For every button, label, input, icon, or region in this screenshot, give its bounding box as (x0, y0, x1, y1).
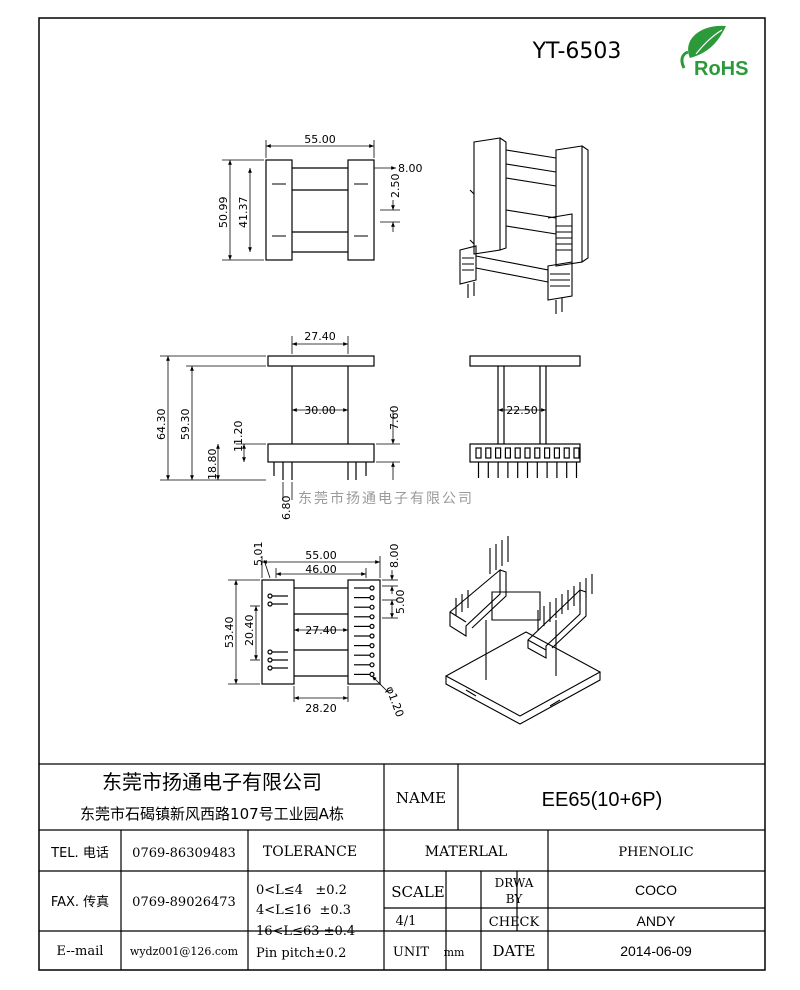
tolerance-range-1: 0<L≤4 ±0.2 (256, 883, 347, 898)
end-view-pin-slot (475, 447, 482, 459)
rohs-logo: RoHS (680, 25, 748, 80)
end-view-pin-slot (534, 447, 541, 459)
end-view-pin-slot (524, 447, 531, 459)
bottom-view-pin-right (369, 652, 375, 658)
dim-side-27-40: 27.40 (304, 330, 336, 343)
dim-bottom-pin-dia: φ1.20 (383, 685, 406, 719)
part-name: EE65(10+6P) (542, 789, 663, 811)
dim-bottom-28-20: 28.20 (305, 702, 337, 715)
scale-label: SCALE (391, 883, 445, 901)
tolerance-range-3: 16<L≤63 ±0.4 (256, 924, 355, 939)
dim-side-7-60: 7.60 (388, 406, 401, 431)
dim-top-55: 55.00 (304, 133, 336, 146)
title-block-grid (39, 763, 765, 970)
end-view-pin-slot (504, 447, 511, 459)
bottom-view-pin-left (267, 657, 273, 663)
watermark: 东莞市扬通电子有限公司 (298, 490, 474, 507)
dim-top-2-5: 2.50 (389, 174, 402, 199)
dim-bottom-46-00: 46.00 (305, 563, 337, 576)
end-view-pin-slot (485, 447, 492, 459)
dim-bottom-5-01: 5.01 (252, 542, 265, 567)
bottom-view-pin-left (267, 593, 273, 599)
unit-label: UNIT (393, 945, 429, 960)
bottom-view-pin-right (369, 671, 375, 678)
end-view-pin-slot (573, 447, 580, 459)
tolerance-label: TOLERANCE (263, 844, 357, 860)
dim-bottom-20-40: 20.40 (243, 615, 256, 647)
end-view (469, 355, 581, 478)
bottom-view-pin-right (369, 662, 375, 668)
date-label: DATE (493, 942, 536, 960)
bottom-view-pin-left (267, 665, 273, 671)
isometric-view-top (459, 137, 589, 314)
dim-side-11-20: 11.20 (232, 421, 245, 453)
bottom-view-pin-left (267, 601, 273, 607)
fax-label: FAX. 传真 (51, 895, 109, 910)
dim-side-64-30: 64.30 (155, 409, 168, 441)
sheet-border (38, 17, 766, 971)
drawn-by-label-1: DRWA (495, 876, 534, 890)
dim-side-59-30: 59.30 (179, 409, 192, 441)
email-address: wydz001@126.com (130, 945, 239, 958)
email-label: E--mail (57, 944, 104, 959)
bottom-view-pin-right (369, 614, 375, 620)
bottom-view-pin-right (369, 642, 375, 649)
company-address: 东莞市石碣镇新风西路107号工业园A栋 (80, 805, 344, 823)
drawn-by-value: COCO (635, 882, 677, 898)
tolerance-range-2: 4<L≤16 ±0.3 (256, 903, 351, 918)
material-label: MATERLAL (425, 844, 507, 860)
check-label: CHECK (489, 915, 540, 930)
company-name: 东莞市扬通电子有限公司 (102, 770, 322, 794)
end-view-pin-slot (543, 447, 551, 459)
drawn-by-label-2: BY (506, 892, 524, 906)
bottom-view-pin-right (369, 604, 375, 610)
bottom-view-pin-right (369, 633, 375, 639)
fax-number: 0769-89026473 (132, 895, 236, 910)
tel-number: 0769-86309483 (132, 846, 236, 861)
dim-bottom-53-40: 53.40 (223, 617, 236, 649)
bottom-view-pin-right (369, 594, 375, 601)
isometric-view-bottom (444, 536, 602, 725)
bottom-view-pin-right (369, 623, 375, 630)
bottom-view-pin-left (267, 649, 273, 655)
dim-side-18-80: 18.80 (206, 449, 219, 481)
tel-label: TEL. 电话 (50, 846, 109, 861)
dim-bottom-8-00: 8.00 (388, 544, 401, 569)
date-value: 2014-06-09 (620, 943, 692, 959)
end-view-pin-slot (495, 447, 502, 459)
end-view-pin-slot (514, 447, 521, 459)
dim-top-41-37: 41.37 (237, 197, 250, 229)
end-view-pin-slot (563, 447, 570, 459)
dim-top-50-99: 50.99 (217, 197, 230, 229)
unit-value: mm (444, 946, 465, 959)
dim-side-30-00: 30.00 (304, 404, 336, 417)
title-block-text: 东莞市扬通电子有限公司 东莞市石碣镇新风西路107号工业园A栋 NAME EE6… (50, 770, 694, 961)
tolerance-pin-pitch: Pin pitch±0.2 (256, 946, 346, 961)
material-value: PHENOLIC (618, 845, 693, 860)
name-label: NAME (396, 789, 446, 807)
model-number: YT-6503 (532, 39, 622, 64)
dim-bottom-27-40: 27.40 (305, 624, 337, 637)
bottom-view-pin-right (369, 585, 375, 591)
dim-top-8: 8.00 (398, 162, 423, 175)
scale-value: 4/1 (396, 914, 417, 929)
dim-bottom-5-00: 5.00 (394, 590, 407, 615)
rohs-text: RoHS (694, 58, 748, 80)
dim-side-6-80: 6.80 (280, 496, 293, 521)
end-view-pin-slot (553, 447, 561, 459)
check-value: ANDY (637, 913, 677, 929)
side-view (160, 336, 400, 500)
top-view (222, 140, 400, 261)
dim-bottom-55-00: 55.00 (305, 549, 337, 562)
bottom-view (228, 556, 398, 702)
dim-end-22-50: 22.50 (506, 404, 538, 417)
